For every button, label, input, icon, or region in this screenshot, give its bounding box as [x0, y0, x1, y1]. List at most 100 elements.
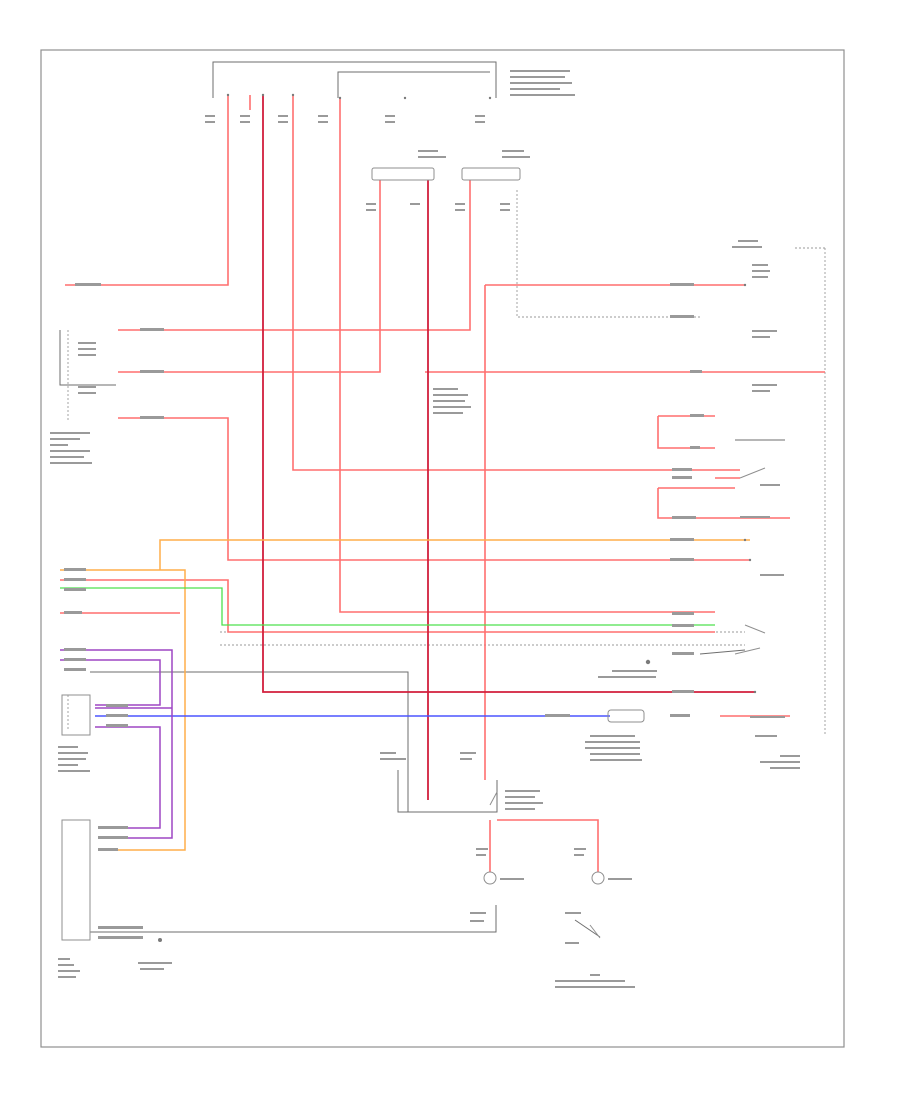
- dark-red-wires: [262, 95, 755, 800]
- label-mark-bottom-center: [500, 878, 524, 880]
- label-mark-bottom-left: [58, 976, 76, 978]
- label-mark-right-mid: [672, 624, 694, 627]
- label-mark-bottom-center: [505, 796, 535, 798]
- label-mark-inline: [670, 714, 690, 717]
- connector-dots: [158, 93, 757, 942]
- label-mark-left-low: [106, 704, 128, 707]
- orange-wire-top: [159, 539, 750, 570]
- label-mark-bottom-center: [565, 912, 581, 914]
- label-mark-wire: [75, 283, 101, 286]
- label-mark-pin: [366, 203, 376, 205]
- red-wire-fourth: [339, 98, 715, 613]
- bottom-switch: [589, 924, 601, 939]
- label-mark-right-group: [672, 468, 692, 471]
- label-mark-bottom-center: [505, 802, 543, 804]
- label-mark-bottom-left: [138, 962, 172, 964]
- diagram-frame: [40, 49, 845, 1048]
- label-mark-left-low: [106, 714, 128, 717]
- label-mark-bottom-center: [380, 758, 406, 760]
- label-mark-right-mid: [672, 652, 694, 655]
- connector-dot: [226, 93, 230, 97]
- label-mark-wire: [670, 283, 694, 286]
- gray-wires: [59, 61, 785, 938]
- label-mark-left-module: [50, 462, 92, 464]
- label-mark-left-module: [50, 450, 90, 452]
- label-mark-bottom-center: [476, 848, 488, 850]
- gray-wire-left-bus: [59, 330, 116, 386]
- gray-wire-bottom-bus: [108, 905, 497, 933]
- label-mark-bottom-center: [574, 854, 584, 856]
- label-mark-pin: [205, 121, 215, 123]
- inline-connector: [607, 709, 645, 723]
- label-mark-pin: [205, 115, 215, 117]
- gray-wire-right-ground-a: [699, 649, 746, 655]
- label-mark-top-connector: [510, 70, 570, 72]
- label-mark-left-module: [78, 354, 96, 356]
- label-mark-pin: [278, 121, 288, 123]
- red-wire-left-mid: [60, 579, 715, 633]
- label-mark-left-low: [64, 611, 82, 614]
- red-wire-relay-right-out: [118, 180, 471, 331]
- label-mark-left-low: [64, 568, 86, 571]
- label-mark-right-top: [752, 390, 770, 392]
- label-mark-bottom-left: [98, 936, 143, 939]
- label-mark-inline: [590, 735, 635, 737]
- bottom-left-module-box: [61, 819, 91, 941]
- label-mark-center: [433, 406, 471, 408]
- right-headlight-relay: [461, 167, 521, 181]
- connector-dot: [748, 558, 752, 562]
- label-mark-left-module: [78, 348, 96, 350]
- label-mark-center: [433, 394, 468, 396]
- red-wire-lamp-feed: [497, 819, 599, 872]
- label-mark-left-low: [58, 764, 78, 766]
- right-switch-b: [744, 624, 766, 634]
- connector-dot: [291, 93, 295, 97]
- label-mark-bottom-center: [555, 980, 625, 982]
- label-mark-bottom-center: [555, 986, 635, 988]
- label-mark-bottom-left: [58, 958, 70, 960]
- connector-dot: [488, 96, 492, 100]
- label-mark-bottom-left: [140, 968, 164, 970]
- label-mark-relay: [502, 156, 530, 158]
- label-mark-bottom-left: [58, 970, 80, 972]
- label-mark-bottom-center: [460, 758, 472, 760]
- green-wires: [60, 587, 715, 626]
- label-mark-right-mid: [670, 538, 694, 541]
- label-mark-bottom-center: [565, 942, 579, 944]
- label-mark-bottom-center: [574, 848, 586, 850]
- label-mark-inline: [760, 761, 800, 763]
- label-mark-left-module: [50, 456, 84, 458]
- label-mark-right-mid: [598, 676, 656, 678]
- label-mark-pin: [240, 115, 250, 117]
- connector-dot: [403, 96, 407, 100]
- lower-left-module-box: [61, 694, 91, 736]
- label-mark-bottom-left: [98, 926, 143, 929]
- label-mark-right-mid: [612, 670, 657, 672]
- label-mark-pin: [278, 115, 288, 117]
- label-mark-right-group: [672, 476, 692, 479]
- connector-dot: [158, 938, 162, 942]
- label-mark-inline: [770, 767, 800, 769]
- green-wire: [60, 587, 715, 626]
- label-mark-right-top: [738, 240, 758, 242]
- label-mark-inline: [590, 759, 642, 761]
- left-lamp: [483, 871, 497, 885]
- purple-wire-a: [60, 649, 173, 839]
- right-switch-a: [739, 467, 766, 479]
- label-mark-wire: [140, 370, 164, 373]
- component-shapes: [61, 167, 766, 941]
- label-mark-right-top: [732, 246, 762, 248]
- label-mark-inline: [585, 747, 640, 749]
- connector-dot: [743, 538, 747, 542]
- label-mark-right-group: [690, 446, 700, 449]
- label-mark-top-connector: [510, 82, 572, 84]
- label-mark-pin: [318, 121, 328, 123]
- label-mark-left-module: [50, 438, 80, 440]
- label-mark-center: [433, 400, 465, 402]
- right-switch-c: [734, 647, 761, 655]
- label-mark-pin: [410, 203, 420, 205]
- gray-wire-ground-loop: [397, 770, 498, 813]
- red-wire-third: [292, 95, 740, 471]
- label-mark-right-group: [740, 516, 770, 518]
